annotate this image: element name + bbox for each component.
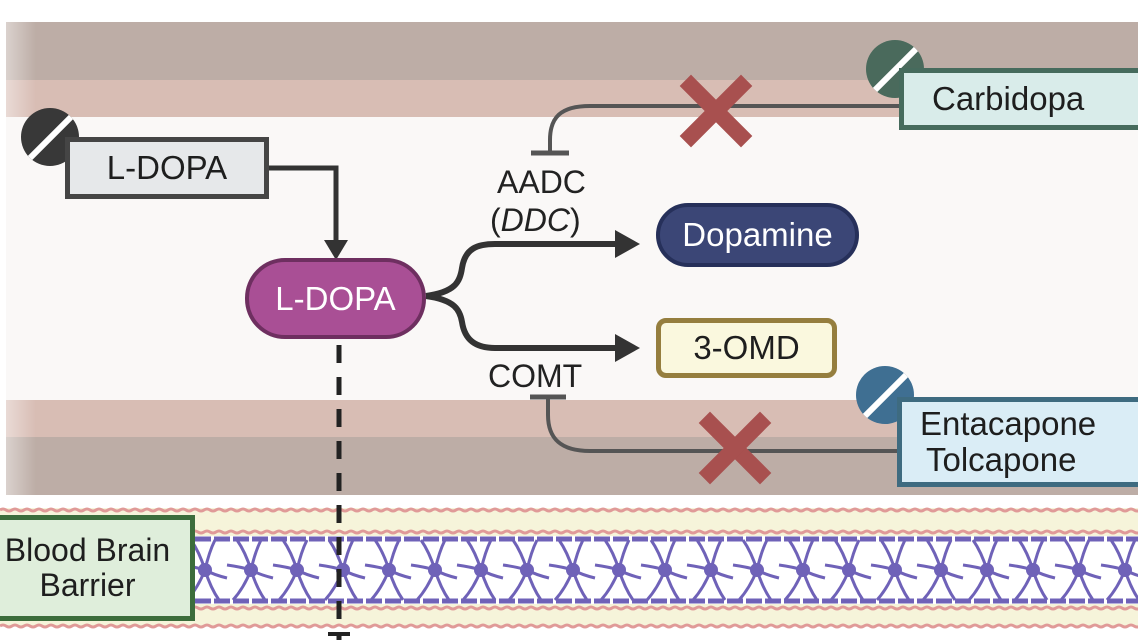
blood-brain-barrier-label[interactable]: Blood Brain Barrier [0, 515, 195, 621]
arrow-drug-to-ldopa [269, 165, 339, 245]
ddc-gene-label: (DDC) [490, 204, 581, 236]
astrocyte [1054, 539, 1102, 602]
comt-enzyme-label: COMT [488, 358, 583, 394]
block-x-icon-carbidopa [679, 74, 753, 148]
entacapone-label: Entacapone [920, 405, 1097, 443]
3omd-label: 3-OMD [693, 329, 800, 366]
endothelial-wave [0, 507, 1138, 513]
astrocyte [962, 539, 1010, 602]
carbidopa-box[interactable]: Carbidopa [899, 68, 1138, 130]
astrocyte [502, 539, 550, 602]
astrocyte [456, 539, 504, 602]
ddc-gene-name: DDC [500, 202, 570, 238]
comt-inhibitor-box[interactable]: Entacapone Tolcapone [897, 397, 1138, 487]
ldopa-drug-label: L-DOPA [106, 149, 228, 187]
astrocyte [410, 539, 458, 602]
astrocyte [1008, 539, 1056, 602]
carbidopa-inhibition-line [548, 104, 900, 152]
bbb-label-line2: Barrier [39, 567, 136, 603]
dopamine-node[interactable]: Dopamine [656, 203, 859, 267]
astrocyte [916, 539, 964, 602]
aadc-enzyme-label: AADC [497, 164, 586, 200]
arrow-to-3omd [425, 293, 618, 351]
astrocyte [1100, 539, 1138, 602]
arrowhead-ldopa [324, 240, 348, 260]
3omd-node[interactable]: 3-OMD [656, 318, 837, 378]
arrow-to-dopamine [425, 241, 618, 299]
astrocyte [732, 539, 780, 602]
astrocyte-cells [180, 536, 1138, 604]
ddc-close-paren: ) [569, 202, 581, 238]
bbb-label-line1: Blood Brain [4, 532, 171, 569]
astrocyte [594, 539, 642, 602]
endothelial-wavy-lines [0, 507, 1138, 629]
comt-inhibition-line [546, 398, 898, 453]
astrocyte [778, 539, 826, 602]
block-x-icon-comt [698, 411, 772, 485]
vessel-wall-outer-top [6, 22, 1138, 80]
astrocyte [640, 539, 688, 602]
astrocyte [180, 539, 228, 602]
endothelial-wave [0, 623, 1138, 629]
arrowhead-dopamine [615, 230, 640, 258]
ldopa-node-label: L-DOPA [275, 279, 396, 317]
ldopa-drug-box[interactable]: L-DOPA [65, 137, 269, 199]
astrocyte [364, 539, 412, 602]
astrocyte [226, 539, 274, 602]
ddc-open-paren: ( [490, 202, 501, 238]
astrocyte [548, 539, 596, 602]
carbidopa-label: Carbidopa [932, 80, 1085, 118]
astrocyte [870, 539, 918, 602]
tolcapone-label: Tolcapone [926, 441, 1077, 478]
ldopa-node[interactable]: L-DOPA [245, 258, 426, 339]
astrocyte [686, 539, 734, 602]
arrowhead-3omd [615, 334, 640, 362]
astrocyte [272, 539, 320, 602]
dopamine-label: Dopamine [682, 216, 833, 253]
astrocyte [824, 539, 872, 602]
